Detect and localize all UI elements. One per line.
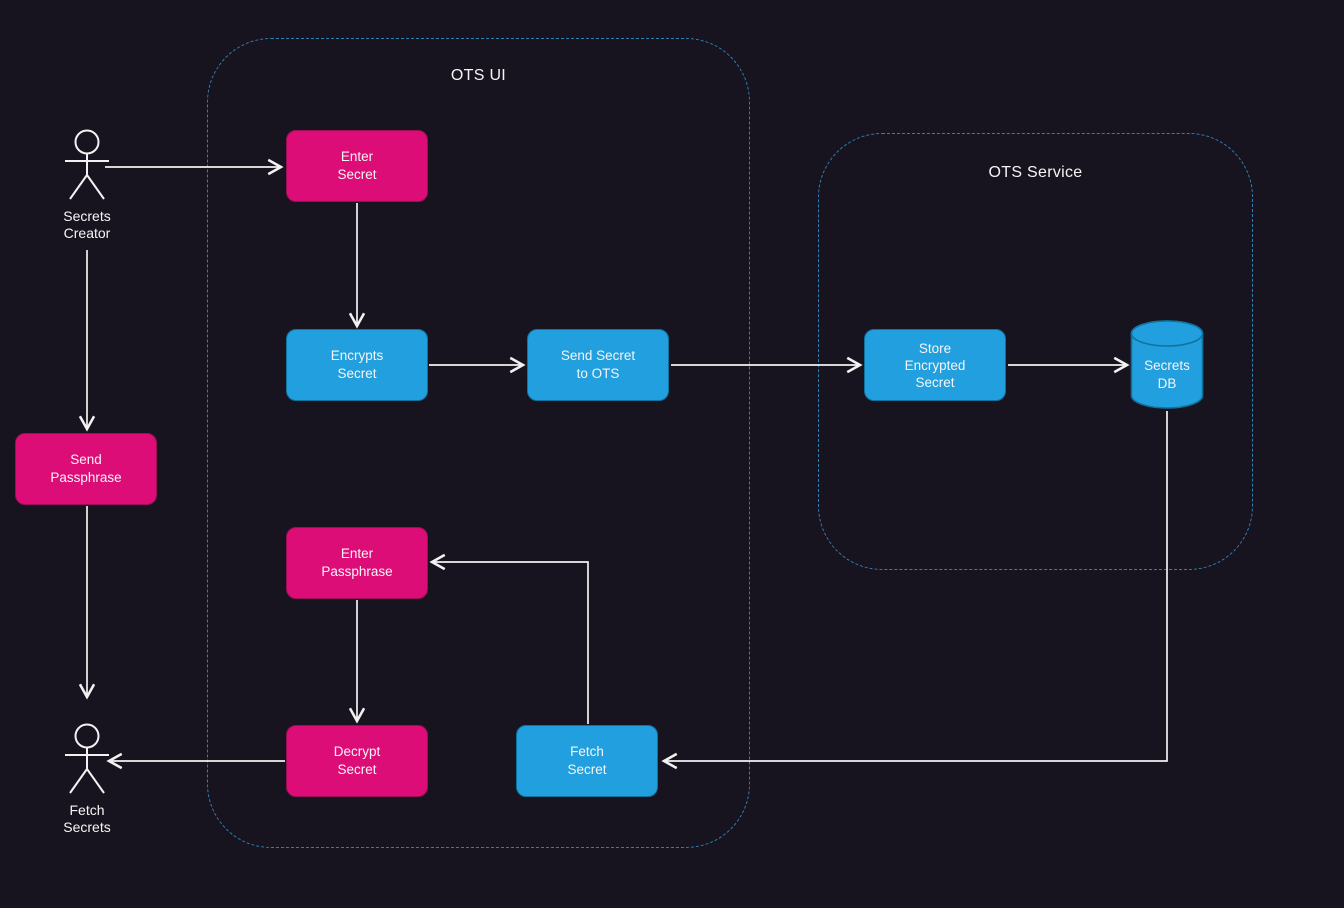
edge-fetch-secret-to-enter-passphrase (429, 553, 589, 724)
actor-fetch-secrets: Fetch Secrets (25, 722, 149, 836)
edge-secrets-db-to-fetch-secret (661, 411, 1168, 770)
node-decrypt-secret: Decrypt Secret (286, 725, 428, 797)
node-enter-secret: Enter Secret (286, 130, 428, 202)
ots-ui-container: OTS UI (207, 38, 750, 848)
node-send-secret-to-ots: Send Secret to OTS (527, 329, 669, 401)
ots-service-container: OTS Service (818, 133, 1253, 570)
actor-label: Secrets Creator (63, 208, 111, 241)
ots-service-title: OTS Service (988, 164, 1083, 181)
node-enter-passphrase: Enter Passphrase (286, 527, 428, 599)
node-encrypts-secret: Encrypts Secret (286, 329, 428, 401)
database-cylinder-icon (1130, 320, 1204, 409)
node-store-encrypted-secret: Store Encrypted Secret (864, 329, 1006, 401)
node-secrets-db: Secrets DB (1130, 319, 1204, 411)
person-icon (65, 723, 109, 794)
node-send-passphrase: Send Passphrase (15, 433, 157, 505)
actor-secrets-creator: Secrets Creator (25, 128, 149, 242)
person-icon (65, 129, 109, 200)
actor-label: Fetch Secrets (63, 802, 111, 835)
ots-ui-title: OTS UI (450, 67, 507, 84)
node-fetch-secret: Fetch Secret (516, 725, 658, 797)
